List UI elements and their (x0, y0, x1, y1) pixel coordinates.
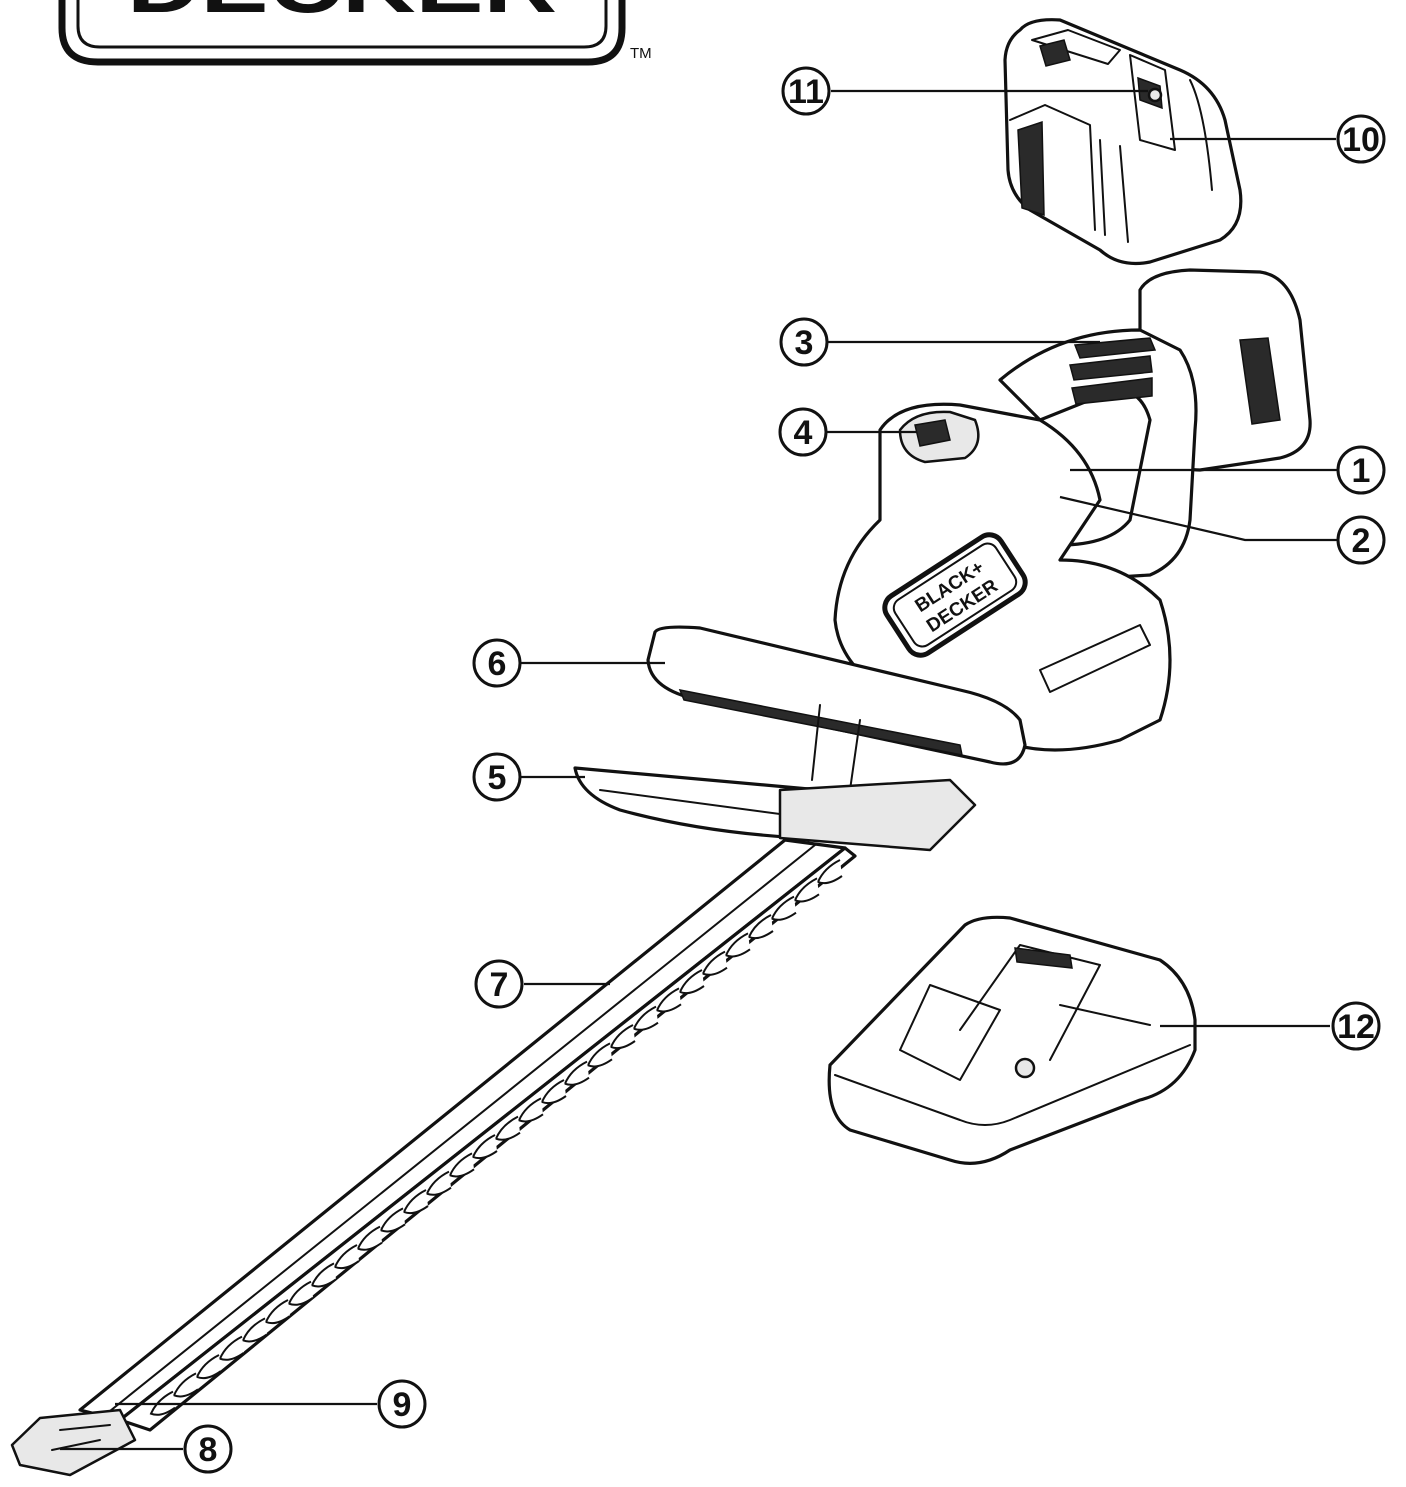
trimmer-body: BLACK+ DECKER (573, 268, 1312, 852)
blade-tooth (724, 932, 751, 958)
blade-tooth (333, 1244, 360, 1270)
blade-tooth (816, 859, 843, 885)
callout-3: 3 (779, 317, 829, 367)
blade-tooth (241, 1317, 268, 1343)
leader-lines (60, 89, 1337, 1451)
callout-2: 2 (1336, 515, 1386, 565)
blade-tooth (195, 1354, 222, 1380)
svg-text:4: 4 (794, 414, 813, 452)
blade-tooth (218, 1335, 245, 1361)
svg-text:10: 10 (1342, 121, 1380, 159)
blade-tooth (425, 1170, 452, 1196)
blade-tooth (471, 1134, 498, 1160)
callout-1: 1 (1336, 445, 1386, 495)
callout-7: 7 (474, 959, 524, 1009)
callout-12: 12 (1331, 1001, 1381, 1051)
blade-tooth (563, 1060, 590, 1086)
svg-text:12: 12 (1337, 1008, 1375, 1046)
svg-text:2: 2 (1352, 522, 1371, 560)
blade-tooth (310, 1262, 337, 1288)
blade-tooth (586, 1042, 613, 1068)
blade-tooth (747, 914, 774, 940)
blade-tooth (609, 1024, 636, 1050)
blade-tooth (379, 1207, 406, 1233)
blade-tooth (287, 1280, 314, 1306)
blade-tooth (517, 1097, 544, 1123)
callout-5: 5 (472, 752, 522, 802)
logo-trademark: TM (630, 45, 652, 62)
callout-10: 10 (1336, 114, 1386, 164)
callout-9: 9 (377, 1379, 427, 1429)
callout-11: 11 (781, 66, 831, 116)
blade-tooth (701, 950, 728, 976)
blade (10, 838, 857, 1477)
logo-wordmark: DECKER (127, 0, 557, 29)
blade-tooth (655, 987, 682, 1013)
callout-6: 6 (472, 638, 522, 688)
svg-text:8: 8 (199, 1431, 218, 1469)
charger (827, 915, 1197, 1165)
blade-tooth (678, 969, 705, 995)
callout-8: 8 (183, 1424, 233, 1474)
callout-4: 4 (778, 407, 828, 457)
blade-tooth (402, 1189, 429, 1215)
blade-tooth (494, 1115, 521, 1141)
brand-logo: DECKER TM (58, 0, 652, 66)
grip-ribs (1069, 337, 1157, 405)
svg-text:11: 11 (788, 73, 824, 111)
blade-tooth (448, 1152, 475, 1178)
blade-tooth (793, 877, 820, 903)
blade-tooth (264, 1299, 291, 1325)
blade-teeth (149, 859, 843, 1416)
svg-text:7: 7 (490, 966, 509, 1004)
svg-text:5: 5 (488, 759, 507, 797)
blade-tooth (770, 895, 797, 921)
svg-text:1: 1 (1352, 452, 1371, 490)
blade-tooth (172, 1372, 199, 1398)
svg-text:3: 3 (795, 324, 814, 362)
blade-tooth (356, 1225, 383, 1251)
blade-tooth (632, 1005, 659, 1031)
svg-text:9: 9 (393, 1386, 412, 1424)
blade-tooth (540, 1079, 567, 1105)
svg-text:6: 6 (488, 645, 507, 683)
battery-pack (1003, 18, 1243, 266)
